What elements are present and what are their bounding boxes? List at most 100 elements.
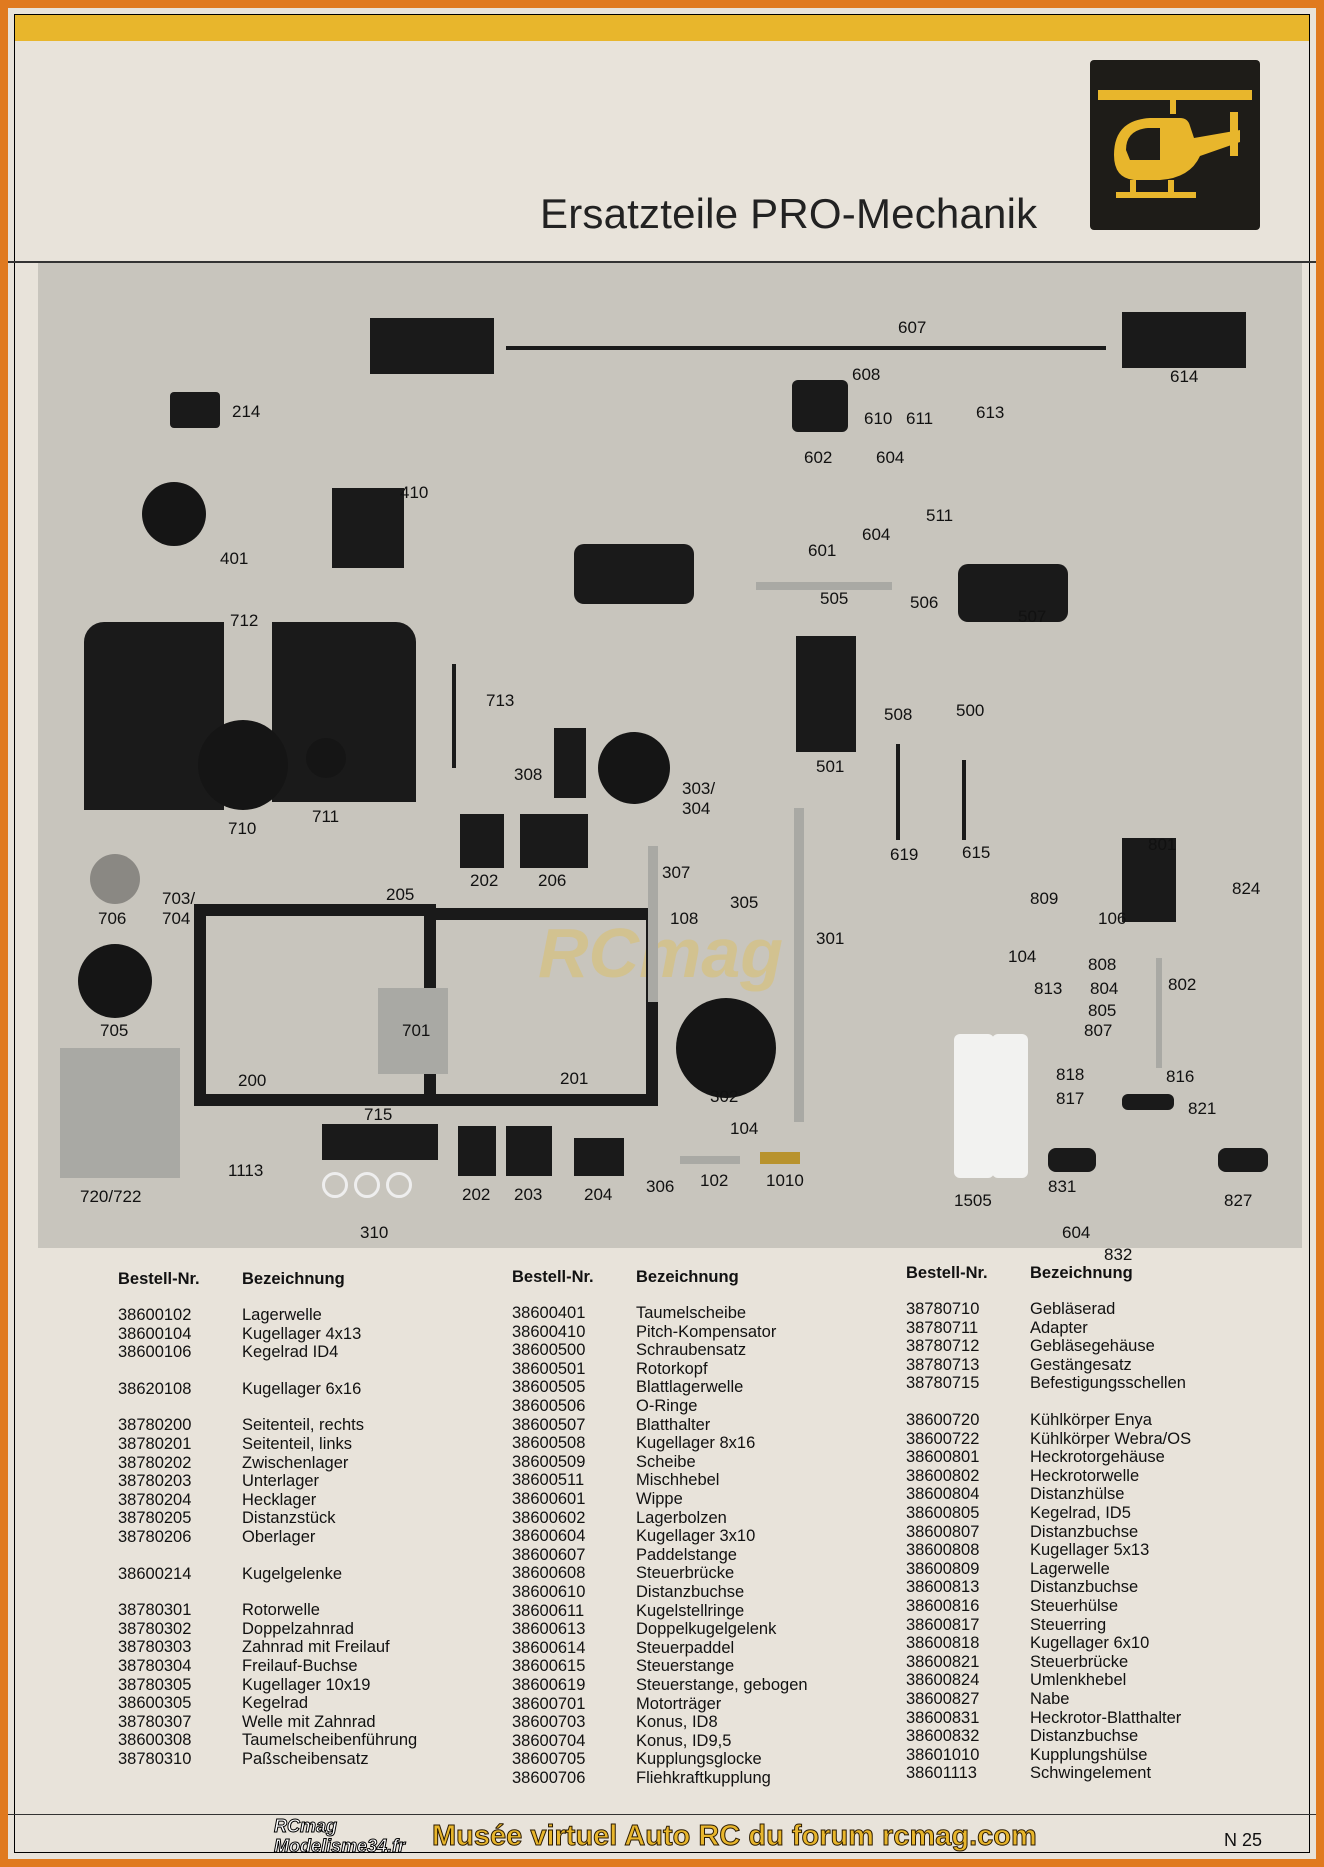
heat-sink xyxy=(60,1048,180,1178)
order-number: 38600500 xyxy=(512,1341,586,1360)
shaft-with-gear xyxy=(648,846,658,1002)
order-number: 38600604 xyxy=(512,1527,586,1546)
part-description: Distanzbuchse xyxy=(1030,1578,1139,1597)
order-number: 38600602 xyxy=(512,1508,586,1527)
order-number: 38600611 xyxy=(512,1601,585,1620)
part-description: Heckrotor-Blatthalter xyxy=(1030,1708,1182,1727)
part-description: Zahnrad mit Freilauf xyxy=(242,1638,390,1657)
ball-links xyxy=(170,392,220,428)
part-description: Gebläserad xyxy=(1030,1300,1116,1318)
order-number: 38600607 xyxy=(512,1545,586,1564)
part-description: Welle mit Zahnrad xyxy=(242,1712,376,1731)
order-number: 38600816 xyxy=(906,1597,980,1615)
tail-bearing xyxy=(574,1138,624,1176)
part-label: 824 xyxy=(1232,879,1261,898)
part-label: 106 xyxy=(1098,909,1127,928)
part-label: 104 xyxy=(1008,947,1037,966)
order-number: 38600508 xyxy=(512,1434,586,1453)
tail-blade-1 xyxy=(954,1034,994,1178)
order-number: 38600511 xyxy=(512,1471,585,1490)
order-number: 38600613 xyxy=(512,1620,586,1639)
order-number: 38600824 xyxy=(906,1671,980,1690)
part-description: Kegelrad ID4 xyxy=(242,1343,339,1362)
part-description: Pitch-Kompensator xyxy=(636,1322,777,1341)
part-label: 804 xyxy=(1090,979,1119,998)
part-description: Steuerbrücke xyxy=(1030,1652,1129,1671)
order-number: 38600102 xyxy=(118,1306,192,1324)
part-description: Fliehkraftkupplung xyxy=(636,1769,771,1787)
shim xyxy=(354,1172,380,1198)
part-description: Kupplungsglocke xyxy=(636,1750,762,1769)
part-description: Kugelgelenke xyxy=(242,1564,342,1583)
part-label: 307 xyxy=(662,863,691,882)
part-label: 104 xyxy=(730,1119,759,1138)
part-label: 310 xyxy=(360,1223,389,1242)
part-description: Blattlagerwelle xyxy=(636,1378,744,1397)
part-label: 701 xyxy=(402,1021,431,1040)
part-description: Kugelstellringe xyxy=(636,1601,745,1620)
part-label: 831 xyxy=(1048,1177,1077,1196)
order-number: 38600804 xyxy=(906,1485,980,1504)
part-label: 301 xyxy=(816,929,845,948)
part-label: 619 xyxy=(890,845,919,864)
order-number: 38780206 xyxy=(118,1528,192,1546)
order-number: 38600305 xyxy=(118,1694,192,1713)
part-label: 308 xyxy=(514,765,543,784)
order-number: 38600807 xyxy=(906,1522,980,1541)
part-description: Heckrotorgehäuse xyxy=(1030,1448,1165,1467)
order-number: 38600106 xyxy=(118,1343,192,1362)
part-description: Gebläsegehäuse xyxy=(1030,1337,1155,1356)
part-label: 202 xyxy=(462,1185,491,1204)
blade-spindle xyxy=(756,582,892,590)
part-label: 710 xyxy=(228,819,257,838)
order-number: 38780201 xyxy=(118,1435,192,1453)
part-description: Scheibe xyxy=(636,1452,696,1471)
order-number: 38600704 xyxy=(512,1731,586,1750)
motor-mount xyxy=(378,988,448,1074)
order-number: 38601113 xyxy=(906,1764,977,1783)
column-header-description: Bezeichnung xyxy=(636,1268,739,1286)
blade-holder-right xyxy=(958,564,1068,622)
part-label: 720/722 xyxy=(80,1187,142,1206)
order-number: 38600802 xyxy=(906,1466,980,1485)
order-number: 38600308 xyxy=(118,1731,192,1750)
part-description: Distanzbuchse xyxy=(1030,1522,1139,1541)
order-number: 38600809 xyxy=(906,1559,980,1578)
order-number: 38600832 xyxy=(906,1727,980,1746)
part-description: Hecklager xyxy=(242,1490,317,1509)
part-description: Freilauf-Buchse xyxy=(242,1657,358,1675)
intermediate-bearing xyxy=(458,1126,496,1176)
mount-clamps xyxy=(322,1124,438,1160)
page-number: N 25 xyxy=(1224,1830,1263,1850)
top-color-bar xyxy=(15,15,1309,41)
tail-rotor-shaft xyxy=(1156,958,1162,1068)
order-number: 38780712 xyxy=(906,1337,980,1356)
column-header-number: Bestell-Nr. xyxy=(118,1270,200,1288)
order-number: 38600509 xyxy=(512,1452,586,1471)
part-label: 401 xyxy=(220,549,249,568)
order-number: 38600401 xyxy=(512,1304,586,1322)
part-description: Unterlager xyxy=(242,1472,320,1491)
part-description: Motorträger xyxy=(636,1694,722,1713)
part-label: 821 xyxy=(1188,1099,1217,1118)
helicopter-icon xyxy=(1090,60,1260,230)
part-label: 1010 xyxy=(766,1171,804,1190)
order-number: 38780204 xyxy=(118,1490,192,1509)
order-number: 38600706 xyxy=(512,1769,586,1787)
part-description: Kugellager 6x16 xyxy=(242,1379,362,1398)
order-number: 38780200 xyxy=(118,1416,192,1435)
part-description: Lagerwelle xyxy=(242,1306,322,1324)
centrifugal-clutch xyxy=(78,944,152,1018)
part-description: Adapter xyxy=(1030,1318,1088,1337)
part-label: 817 xyxy=(1056,1089,1085,1108)
tail-rotor-housing xyxy=(1122,838,1176,922)
part-description: Kugellager 8x16 xyxy=(636,1434,756,1453)
part-label: 202 xyxy=(470,871,499,890)
part-label: 200 xyxy=(238,1071,267,1090)
part-description: Seitenteil, links xyxy=(242,1435,353,1453)
lower-bearing-2 xyxy=(506,1126,552,1176)
part-description: Zwischenlager xyxy=(242,1453,349,1472)
shim xyxy=(322,1172,348,1198)
swash-guide xyxy=(554,728,586,798)
part-description: Doppelzahnrad xyxy=(242,1619,354,1638)
